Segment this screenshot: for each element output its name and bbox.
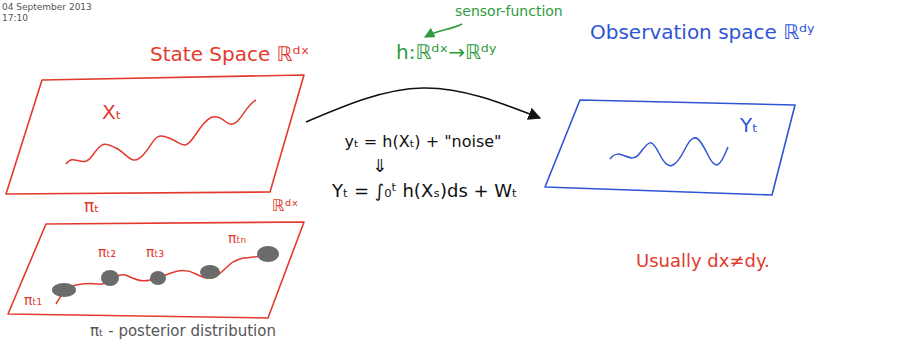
posterior-plane: πₜ₁ πₜ₂ πₜ₃ πₜₙ [6, 220, 306, 320]
plane-outline [540, 95, 796, 201]
posterior-symbol: πₜ₁ [24, 292, 42, 309]
density-blob [101, 270, 119, 286]
density-blob [257, 246, 279, 262]
space-title: State Space ℝᵈˣ [150, 42, 309, 66]
implies-symbol: ⇓ [372, 155, 387, 177]
posterior-symbol: πₜ₂ [98, 244, 116, 261]
space-title: Observation space ℝᵈʸ [590, 20, 815, 44]
mapping-formula: yₜ = h(Xₜ) + "noise" [343, 132, 504, 151]
trajectory-path [610, 138, 728, 166]
date-note: 04 September 2013 [2, 2, 92, 13]
trajectory-path [56, 254, 268, 304]
plane-outline [6, 220, 306, 320]
trajectory-path [66, 100, 256, 164]
posterior-note: πₜ - posterior distribution [90, 322, 276, 340]
density-blob [200, 265, 220, 279]
density-blob [150, 271, 166, 285]
density-blob [52, 283, 76, 297]
plane-border [545, 100, 795, 195]
state-space-plane: Xₜ [4, 72, 306, 197]
plane-outline [4, 72, 306, 197]
time-note: 17:10 [2, 13, 28, 24]
plane-border [8, 222, 304, 318]
observation-symbol: Yₜ [740, 113, 758, 137]
mapping-arrow [306, 88, 540, 122]
leader-arrow [425, 24, 462, 37]
state-symbol: Xₜ [102, 100, 122, 124]
sensor-formula: h:ℝᵈˣ→ℝᵈʸ [396, 40, 496, 64]
posterior-symbol: πₜₙ [228, 230, 246, 247]
sensor-note: sensor-function [455, 3, 563, 20]
dimension-note: Usually dx≠dy. [636, 250, 770, 272]
observation-plane: Yₜ [540, 95, 796, 201]
observation-formula: Yₜ = ∫₀ᵗ h(Xₛ)ds + Wₜ [332, 180, 517, 202]
posterior-symbol: πₜ₃ [146, 244, 164, 261]
plane-border [6, 75, 304, 194]
posterior-symbol: πₜ [84, 196, 99, 216]
space-symbol: ℝᵈˣ [272, 196, 298, 215]
